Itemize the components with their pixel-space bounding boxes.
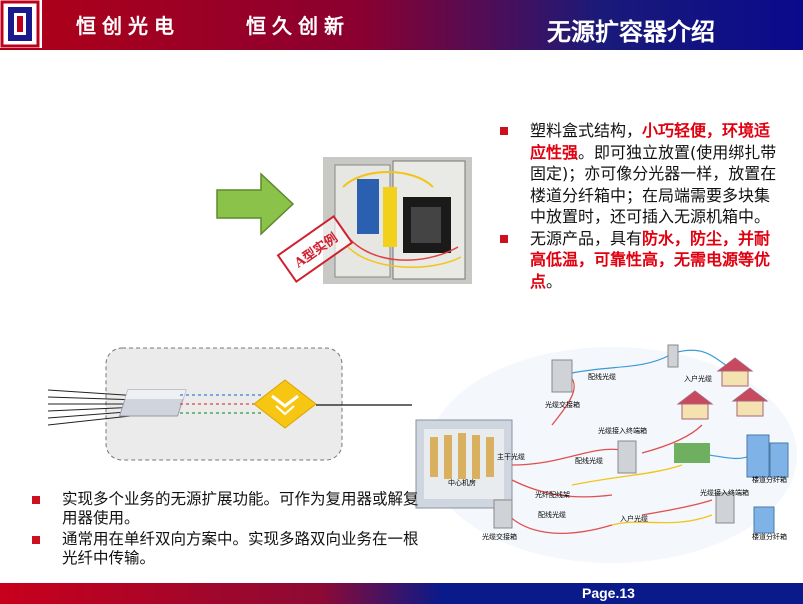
function-text: 实现多个业务的无源扩展功能。可作为复用器或解复用器使用。 [62, 490, 419, 527]
function-item: 通常用在单纤双向方案中。实现多路双向业务在一根光纤中传输。 [32, 530, 432, 568]
footer-bar: Page.13 [0, 583, 803, 604]
label-central-office: 中心机房 [448, 478, 476, 487]
label-drop-cable: 入户光缆 [684, 374, 712, 383]
feature-highlight: 防水，防尘，并耐高低温，可靠性高，无需电源等优点 [530, 228, 771, 291]
bullet-square-icon [32, 536, 40, 544]
bullet-square-icon [32, 496, 40, 504]
bullet-square-icon [500, 234, 508, 243]
label-trunk-cable: 主干光缆 [497, 452, 525, 461]
feature-text: 塑料盒式结构， [530, 121, 643, 140]
label-odf: 光纤配线架 [535, 490, 570, 499]
label-distribution-cable-3: 配线光缆 [538, 510, 566, 519]
mux-diagram [47, 347, 412, 461]
page-number: Page.13 [582, 585, 635, 601]
label-cross-box: 光缆交接箱 [545, 400, 580, 409]
company-logo [0, 0, 42, 48]
label-distribution-cable-2: 配线光缆 [575, 456, 603, 465]
label-drop-cable-2: 入户光缆 [620, 514, 648, 523]
label-cross-box-2: 光缆交接箱 [482, 532, 517, 541]
function-text: 通常用在单纤双向方案中。实现多路双向业务在一根光纤中传输。 [62, 530, 419, 567]
feature-text: 。即可独立放置(使用绑扎带固定)；亦可像分光器一样，放置在楼道分纤箱中；在局端需… [530, 142, 777, 227]
feature-list: 塑料盒式结构，小巧轻便，环境适应性强。即可独立放置(使用绑扎带固定)；亦可像分光… [500, 120, 780, 292]
label-floor-box-2: 楼道分纤箱 [752, 532, 787, 541]
network-diagram: 配线光缆 光缆交接箱 入户光缆 光缆接入终端箱 主干光缆 配线光缆 中心机房 光… [415, 344, 797, 563]
label-floor-box: 楼道分纤箱 [752, 475, 787, 484]
slogan-right: 恒久创新 [246, 14, 350, 38]
feature-item: 塑料盒式结构，小巧轻便，环境适应性强。即可独立放置(使用绑扎带固定)；亦可像分光… [500, 120, 780, 228]
product-photo [323, 157, 472, 284]
green-arrow-icon [216, 172, 295, 236]
label-access-terminal: 光缆接入终端箱 [598, 426, 647, 435]
page-title: 无源扩容器介绍 [547, 18, 715, 46]
feature-item: 无源产品，具有防水，防尘，并耐高低温，可靠性高，无需电源等优点。 [500, 228, 780, 293]
bullet-square-icon [500, 127, 508, 135]
header-bar: 恒创光电 恒久创新 无源扩容器介绍 [0, 0, 803, 50]
feature-text: 无源产品，具有 [530, 228, 643, 248]
label-distribution-cable: 配线光缆 [588, 372, 616, 381]
slogan-left: 恒创光电 [76, 14, 180, 38]
function-list: 实现多个业务的无源扩展功能。可作为复用器或解复用器使用。 通常用在单纤双向方案中… [32, 490, 432, 570]
function-item: 实现多个业务的无源扩展功能。可作为复用器或解复用器使用。 [32, 490, 432, 528]
logo-icon [0, 0, 40, 48]
feature-highlight: 小巧轻便，环境适应性强 [530, 121, 771, 162]
label-access-terminal-2: 光缆接入终端箱 [700, 488, 749, 497]
feature-text: 。 [546, 271, 563, 291]
